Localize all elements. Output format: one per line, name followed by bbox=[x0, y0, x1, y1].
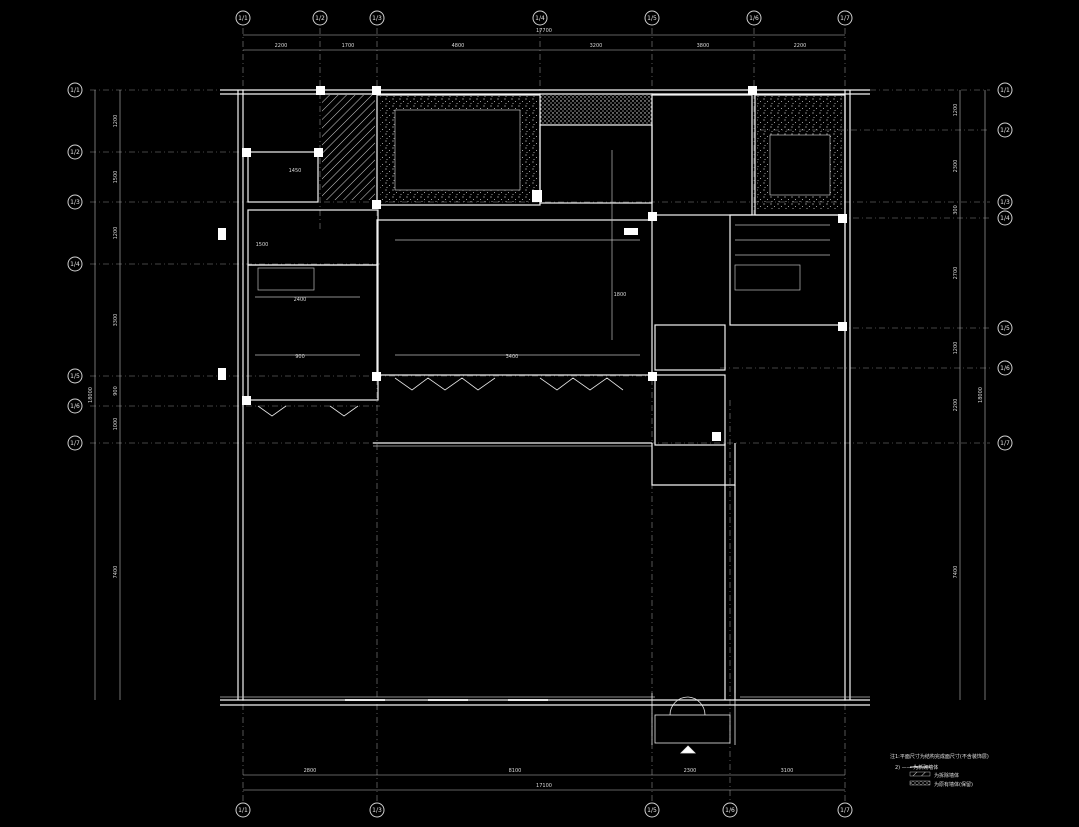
right-dimension-2: 300 bbox=[953, 205, 959, 215]
left-axis-bubble-6: 1/7 bbox=[67, 435, 83, 451]
top-dimension-3: 3200 bbox=[590, 43, 603, 49]
left-axis-bubble-3: 1/4 bbox=[67, 256, 83, 272]
right-axis-bubble-1: 1/2 bbox=[997, 122, 1013, 138]
top-axis-bubble-1-label: 1/2 bbox=[315, 15, 325, 22]
inner-dimension-4: 3400 bbox=[506, 354, 519, 360]
left-axis-bubble-1: 1/2 bbox=[67, 144, 83, 160]
left-axis-bubble-2: 1/3 bbox=[67, 194, 83, 210]
top-dimension-4: 3800 bbox=[697, 43, 710, 49]
inner-dimension-1: 1500 bbox=[256, 242, 269, 248]
top-axis-bubble-3-label: 1/4 bbox=[535, 15, 545, 22]
top-axis-bubble-2: 1/3 bbox=[369, 10, 385, 26]
right-dimension-5: 2200 bbox=[953, 399, 959, 412]
bottom-axis-bubble-4-label: 1/7 bbox=[840, 807, 850, 814]
left-axis-bubble-2-label: 1/3 bbox=[70, 199, 80, 206]
top-dimension-2: 4800 bbox=[452, 43, 465, 49]
top-dimension-1: 1700 bbox=[342, 43, 355, 49]
top-axis-bubble-4-label: 1/5 bbox=[647, 15, 657, 22]
legend-title: 注1:平面尺寸为结构完成面尺寸(不含装饰层) bbox=[890, 753, 989, 760]
right-dimension-4: 1200 bbox=[953, 342, 959, 355]
legend-item-2: 为原有墙体(保留) bbox=[934, 781, 973, 788]
top-axis-bubble-5: 1/6 bbox=[746, 10, 762, 26]
bottom-axis-bubble-4: 1/7 bbox=[837, 802, 853, 818]
right-total-dimension: 18000 bbox=[978, 387, 984, 403]
top-axis-bubble-6-label: 1/7 bbox=[840, 15, 850, 22]
right-dimension-6: 7400 bbox=[953, 566, 959, 579]
right-axis-bubble-6-label: 1/7 bbox=[1000, 440, 1010, 447]
right-dimension-3: 2700 bbox=[953, 267, 959, 280]
top-axis-bubble-5-label: 1/6 bbox=[749, 15, 759, 22]
left-dimension-2: 1200 bbox=[113, 227, 119, 240]
left-dimension-0: 1200 bbox=[113, 115, 119, 128]
left-axis-bubble-5: 1/6 bbox=[67, 398, 83, 414]
bottom-axis-bubble-3-label: 1/6 bbox=[725, 807, 735, 814]
right-axis-bubble-1-label: 1/2 bbox=[1000, 127, 1010, 134]
right-axis-bubble-0: 1/1 bbox=[997, 82, 1013, 98]
material-fills bbox=[322, 95, 842, 210]
left-dimension-1: 1500 bbox=[113, 171, 119, 184]
inner-dimension-5: 1800 bbox=[614, 292, 627, 298]
right-axis-bubble-0-label: 1/1 bbox=[1000, 87, 1010, 94]
bottom-dimension-3: 3100 bbox=[781, 768, 794, 774]
legend-item-1: 为拆除墙体 bbox=[934, 772, 959, 779]
right-axis-bubble-2-label: 1/3 bbox=[1000, 199, 1010, 206]
bottom-dimension-2: 2300 bbox=[684, 768, 697, 774]
left-axis-bubble-3-label: 1/4 bbox=[70, 261, 80, 268]
right-axis-bubble-4-label: 1/5 bbox=[1000, 325, 1010, 332]
left-dimension-5: 1000 bbox=[113, 418, 119, 431]
right-axis-bubble-5: 1/6 bbox=[997, 360, 1013, 376]
top-axis-bubble-3: 1/4 bbox=[532, 10, 548, 26]
bottom-axis-bubble-2: 1/5 bbox=[644, 802, 660, 818]
top-dimension-0: 2200 bbox=[275, 43, 288, 49]
top-dimension-5: 2200 bbox=[794, 43, 807, 49]
left-axis-bubble-4-label: 1/5 bbox=[70, 373, 80, 380]
left-axis-bubble-0-label: 1/1 bbox=[70, 87, 80, 94]
top-axis-bubble-0: 1/1 bbox=[235, 10, 251, 26]
right-axis-bubble-3: 1/4 bbox=[997, 210, 1013, 226]
bottom-dimension-1: 8100 bbox=[509, 768, 522, 774]
bottom-axis-bubble-3: 1/6 bbox=[722, 802, 738, 818]
legend-item-0: 2) —— 为新砌墙体 bbox=[895, 764, 938, 771]
right-axis-bubble-5-label: 1/6 bbox=[1000, 365, 1010, 372]
bottom-total-dimension: 17100 bbox=[536, 783, 552, 789]
axis-bubbles: 1/1 1/2 1/3 1/4 1/5 1/6 1/7 1/1 1/3 1/5 1/6 1/7 1/1 1… bbox=[67, 10, 1013, 818]
inner-dimension-2: 2400 bbox=[294, 297, 307, 303]
top-axis-bubble-1: 1/2 bbox=[312, 10, 328, 26]
top-total-dimension: 17700 bbox=[536, 28, 552, 34]
right-dimension-1: 2300 bbox=[953, 160, 959, 173]
bottom-axis-bubble-1-label: 1/3 bbox=[372, 807, 382, 814]
left-axis-bubble-4: 1/5 bbox=[67, 368, 83, 384]
bottom-dimension-0: 2800 bbox=[304, 768, 317, 774]
right-axis-bubble-3-label: 1/4 bbox=[1000, 215, 1010, 222]
left-axis-bubble-6-label: 1/7 bbox=[70, 440, 80, 447]
legend: 注1:平面尺寸为结构完成面尺寸(不含装饰层) 2) —— 为新砌墙体 为拆除墙体… bbox=[890, 753, 989, 788]
right-dimension-0: 1200 bbox=[953, 104, 959, 117]
left-axis-bubble-5-label: 1/6 bbox=[70, 403, 80, 410]
inner-dimension-3: 900 bbox=[295, 354, 305, 360]
bottom-axis-bubble-1: 1/3 bbox=[369, 802, 385, 818]
dimension-texts: 17700 2200 1700 4800 3200 3800 2200 17100 2800 81… bbox=[88, 28, 984, 789]
left-dimension-6: 7400 bbox=[113, 566, 119, 579]
bottom-axis-bubble-0-label: 1/1 bbox=[238, 807, 248, 814]
openings bbox=[257, 377, 736, 754]
left-dimension-3: 3300 bbox=[113, 314, 119, 327]
bottom-axis-bubble-2-label: 1/5 bbox=[647, 807, 657, 814]
top-axis-bubble-2-label: 1/3 bbox=[372, 15, 382, 22]
top-axis-bubble-4: 1/5 bbox=[644, 10, 660, 26]
inner-dimension-0: 1450 bbox=[289, 168, 302, 174]
right-axis-bubble-4: 1/5 bbox=[997, 320, 1013, 336]
structural-columns bbox=[218, 86, 847, 441]
right-axis-bubble-2: 1/3 bbox=[997, 194, 1013, 210]
left-axis-bubble-1-label: 1/2 bbox=[70, 149, 80, 156]
interior-walls bbox=[247, 94, 846, 700]
bottom-axis-bubble-0: 1/1 bbox=[235, 802, 251, 818]
right-axis-bubble-6: 1/7 bbox=[997, 435, 1013, 451]
top-axis-bubble-0-label: 1/1 bbox=[238, 15, 248, 22]
left-dimension-4: 900 bbox=[113, 386, 119, 396]
top-axis-bubble-6: 1/7 bbox=[837, 10, 853, 26]
left-axis-bubble-0: 1/1 bbox=[67, 82, 83, 98]
left-total-dimension: 18000 bbox=[88, 387, 94, 403]
dimension-chains bbox=[94, 34, 986, 791]
